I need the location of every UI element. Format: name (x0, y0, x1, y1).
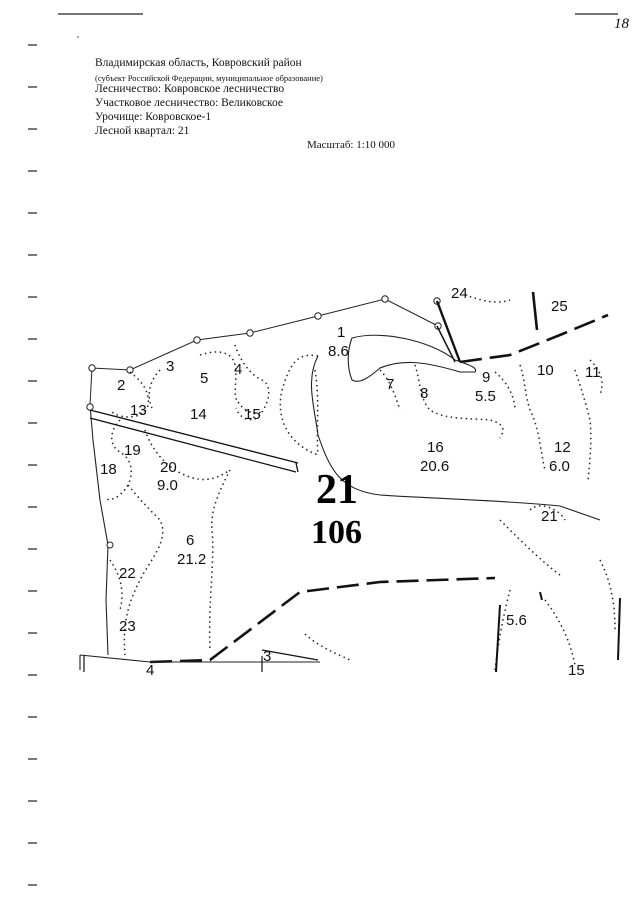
plot-label-1: 1 (337, 324, 345, 341)
top-scan-marks (58, 13, 618, 38)
plot-label-15: 15 (244, 406, 261, 423)
plot-label-19: 19 (124, 442, 141, 459)
plot-label-10: 10 (537, 362, 554, 379)
neighbor-label-1: 25 (551, 298, 568, 315)
plot-area-6: 21.2 (177, 551, 206, 568)
neighbor-boundary-ticks (495, 591, 621, 673)
plot-label-4: 4 (234, 361, 242, 378)
plot-label-11: 11 (585, 364, 601, 381)
header-forestry: Лесничество: Ковровское лесничество (95, 83, 285, 95)
plot-area-20: 9.0 (157, 477, 178, 494)
neighbor-label-3: 4 (146, 662, 154, 679)
boundary-thick (435, 300, 462, 363)
plot-label-6: 6 (186, 532, 194, 549)
header-district-forestry: Участковое лесничество: Великовское (95, 97, 284, 109)
header-region: Владимирская область, Ковровский район (95, 57, 302, 69)
header-tract: Урочище: Ковровское-1 (95, 111, 212, 123)
plot-label-16: 16 (427, 439, 444, 456)
neighbor-label-2: 5.6 (506, 612, 527, 629)
plot-area-1: 8.6 (328, 343, 349, 360)
plot-boundaries-dotted (103, 294, 616, 671)
plot-label-2: 2 (117, 377, 125, 394)
plot-label-9: 9 (482, 369, 490, 386)
quarter-boundary-west (89, 404, 109, 656)
plot-label-3: 3 (166, 358, 174, 375)
plot-area-9: 5.5 (475, 388, 496, 405)
quarter-dashed-boundary (149, 313, 609, 664)
plot-area-12: 6.0 (549, 458, 570, 475)
boundary-thick-2 (436, 325, 456, 363)
plot-label-12: 12 (554, 439, 571, 456)
plot-area-16: 20.6 (420, 458, 449, 475)
plot-label-21: 21 (541, 508, 558, 525)
quarter-boundary-north (89, 298, 439, 406)
plot-label-20: 20 (160, 459, 177, 476)
plot-label-5: 5 (200, 370, 208, 387)
road-symbol-south (261, 649, 319, 661)
plot-label-22: 22 (119, 565, 136, 582)
page-number: 18 (614, 16, 629, 32)
neighbor-label-5: 15 (568, 662, 585, 679)
plot-label-23: 23 (119, 618, 136, 635)
plot-label-13: 13 (130, 402, 147, 419)
plot-label-18: 18 (100, 461, 117, 478)
neighbor-label-4: 3 (263, 648, 271, 665)
map-scale: Масштаб: 1:10 000 (307, 139, 396, 151)
quarter-number: 21 (316, 467, 358, 513)
header-region-note: (субъект Российской Федерации, муниципал… (95, 73, 323, 83)
neighbor-label-0: 24 (451, 285, 468, 302)
plot-label-8: 8 (420, 385, 428, 402)
quarter-area: 106 (311, 514, 362, 551)
plot-label-7: 7 (386, 376, 394, 393)
survey-points (86, 295, 442, 549)
plot-label-14: 14 (190, 406, 207, 423)
boundary-east-vertical (531, 291, 539, 331)
block-boundaries-solid (79, 334, 601, 670)
road-double-line (89, 409, 299, 473)
header-quarter: Лесной квартал: 21 (95, 125, 190, 137)
